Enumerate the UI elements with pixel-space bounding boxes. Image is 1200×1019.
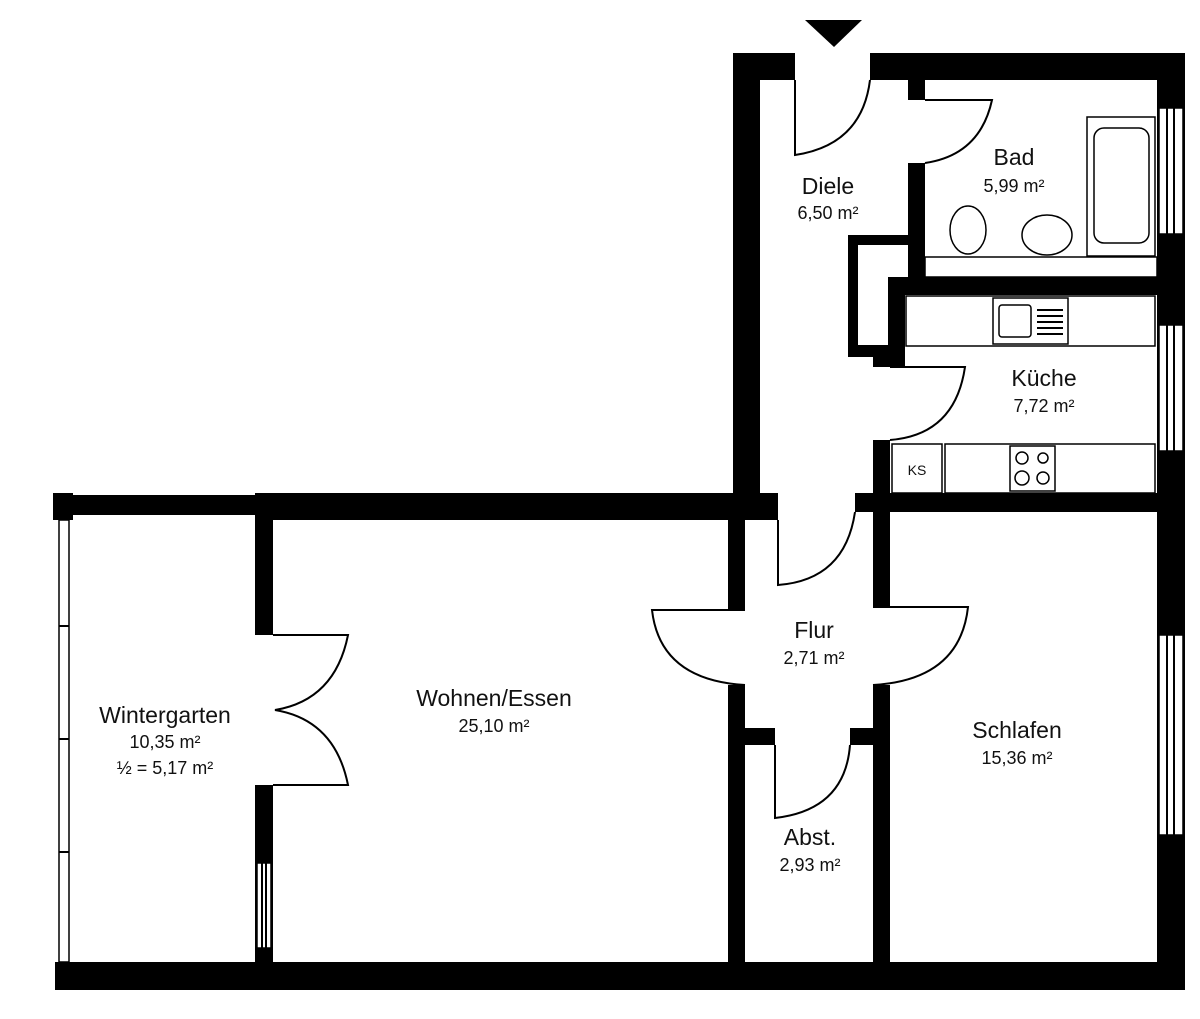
room-name-wohnen: Wohnen/Essen — [416, 685, 572, 711]
room-name-schlafen: Schlafen — [972, 717, 1062, 743]
room-area-wohnen: 25,10 m² — [458, 716, 529, 736]
room-area-diele: 6,50 m² — [797, 203, 858, 223]
room-name-wintergarten: Wintergarten — [99, 702, 231, 728]
room-name-diele: Diele — [802, 173, 854, 199]
kitchen-fixtures: KS — [891, 295, 1156, 494]
windows — [58, 107, 1184, 963]
room-name-flur: Flur — [794, 617, 834, 643]
fridge-label: KS — [908, 462, 927, 478]
room-name-bad: Bad — [994, 144, 1035, 170]
room-name-abst: Abst. — [784, 824, 836, 850]
stove-icon — [1009, 445, 1056, 492]
room-area-wintergarten-half: ½ = 5,17 m² — [117, 758, 214, 778]
room-labels: Diele 6,50 m² Bad 5,99 m² Küche 7,72 m² … — [99, 144, 1076, 875]
room-area-flur: 2,71 m² — [783, 648, 844, 668]
sink-icon — [1021, 214, 1073, 256]
room-name-kueche: Küche — [1011, 365, 1076, 391]
bathroom-fixtures — [924, 116, 1158, 278]
fridge-icon — [891, 443, 943, 494]
room-area-schlafen: 15,36 m² — [981, 748, 1052, 768]
doors — [273, 79, 994, 820]
entrance-arrow-icon — [805, 20, 862, 47]
room-area-abst: 2,93 m² — [779, 855, 840, 875]
toilet-icon — [949, 205, 987, 255]
room-area-kueche: 7,72 m² — [1013, 396, 1074, 416]
room-area-bad: 5,99 m² — [983, 176, 1044, 196]
room-area-wintergarten: 10,35 m² — [129, 732, 200, 752]
